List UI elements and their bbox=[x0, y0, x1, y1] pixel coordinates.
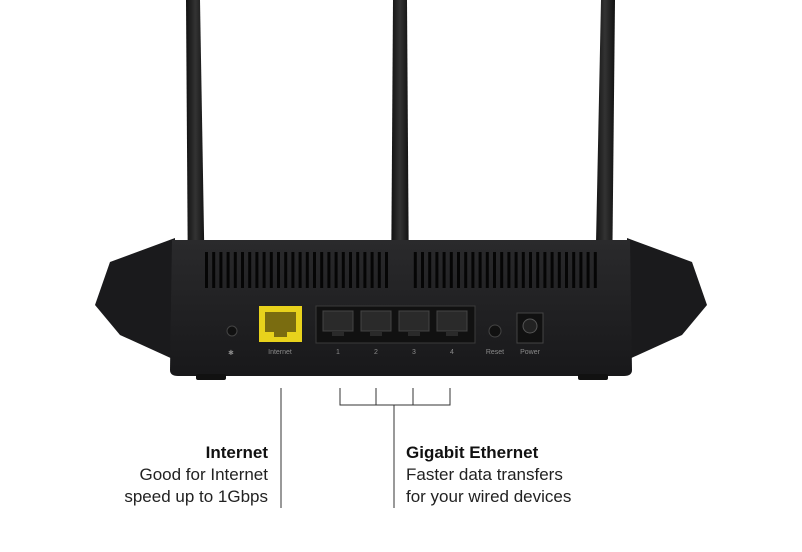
vent-slot bbox=[298, 252, 302, 288]
vent-slot bbox=[370, 252, 374, 288]
vent-slot bbox=[226, 252, 230, 288]
vent-slot bbox=[341, 252, 345, 288]
ethernet-callout: Gigabit Ethernet Faster data transfers f… bbox=[406, 442, 571, 508]
vent-slot bbox=[356, 252, 360, 288]
antenna-right bbox=[595, 0, 615, 292]
ethernet-callout-line-2: for your wired devices bbox=[406, 487, 572, 506]
vent-slot bbox=[269, 252, 273, 288]
wps-icon: ✱ bbox=[228, 349, 234, 357]
reset-button bbox=[488, 324, 502, 338]
lan-port-label: 3 bbox=[412, 349, 416, 356]
vent-slot bbox=[586, 252, 590, 288]
foot-left bbox=[196, 374, 226, 380]
reset-label: Reset bbox=[486, 349, 504, 356]
vent-slot bbox=[500, 252, 504, 288]
vent-slot bbox=[241, 252, 244, 288]
vent-slot bbox=[327, 252, 331, 288]
vent-slot bbox=[413, 252, 417, 288]
router-wing-left bbox=[95, 238, 175, 360]
vent-slot bbox=[478, 252, 482, 288]
vent-slot bbox=[457, 252, 460, 288]
vent-slot bbox=[529, 252, 532, 288]
ethernet-callout-line-1: Faster data transfers bbox=[406, 465, 563, 484]
vent-slot bbox=[262, 252, 266, 288]
antenna-left bbox=[186, 0, 205, 292]
wps-button bbox=[226, 325, 238, 337]
vent-slot bbox=[507, 252, 511, 288]
vent-slot bbox=[291, 252, 295, 288]
vent-slot bbox=[565, 252, 568, 288]
vent-slot bbox=[442, 252, 446, 288]
power-label: Power bbox=[520, 349, 541, 356]
vent-slot bbox=[550, 252, 554, 288]
lan-port-label: 2 bbox=[374, 349, 378, 356]
vent-slot bbox=[363, 252, 367, 288]
vent-slot bbox=[521, 252, 525, 288]
internet-port-label: Internet bbox=[268, 349, 292, 356]
vent-slot bbox=[284, 252, 288, 288]
antenna-center bbox=[391, 0, 409, 297]
vent-slot bbox=[449, 252, 453, 288]
vent-slot bbox=[557, 252, 561, 288]
vent-slot bbox=[593, 252, 597, 288]
vent-slot bbox=[377, 252, 381, 288]
internet-callout-line-2: speed up to 1Gbps bbox=[124, 487, 268, 506]
vent-slot bbox=[305, 252, 309, 288]
lan-port-3 bbox=[398, 310, 430, 336]
vent-slot bbox=[205, 252, 208, 288]
vent-slot bbox=[248, 252, 252, 288]
vents bbox=[205, 252, 597, 288]
vent-slot bbox=[219, 252, 223, 288]
vent-slot bbox=[428, 252, 432, 288]
ethernet-bracket bbox=[339, 388, 451, 508]
vent-slot bbox=[464, 252, 468, 288]
vent-slot bbox=[320, 252, 324, 288]
vent-slot bbox=[277, 252, 280, 288]
vent-slot bbox=[435, 252, 439, 288]
vent-slot bbox=[514, 252, 518, 288]
vent-slot bbox=[233, 252, 237, 288]
vent-slot bbox=[385, 252, 388, 288]
vent-slot bbox=[543, 252, 547, 288]
vent-slot bbox=[212, 252, 216, 288]
vent-slot bbox=[313, 252, 316, 288]
vent-slot bbox=[334, 252, 338, 288]
vent-slot bbox=[493, 252, 496, 288]
lan-port-label: 1 bbox=[336, 349, 340, 356]
internet-callout-line-1: Good for Internet bbox=[139, 465, 268, 484]
router-wing-right bbox=[627, 238, 707, 360]
vent-slot bbox=[349, 252, 352, 288]
lan-port-2 bbox=[360, 310, 392, 336]
internet-callout: Internet Good for Internet speed up to 1… bbox=[124, 442, 268, 508]
lan-port-1 bbox=[322, 310, 354, 336]
vent-slot bbox=[536, 252, 540, 288]
internet-callout-title: Internet bbox=[205, 443, 268, 462]
foot-right bbox=[578, 374, 608, 380]
vent-slot bbox=[485, 252, 489, 288]
vent-slot bbox=[572, 252, 576, 288]
ethernet-callout-title: Gigabit Ethernet bbox=[406, 443, 539, 462]
vent-slot bbox=[579, 252, 583, 288]
lan-port-4 bbox=[436, 310, 468, 336]
lan-port-label: 4 bbox=[450, 349, 454, 356]
vent-slot bbox=[471, 252, 475, 288]
vent-slot bbox=[255, 252, 259, 288]
vent-slot bbox=[421, 252, 424, 288]
